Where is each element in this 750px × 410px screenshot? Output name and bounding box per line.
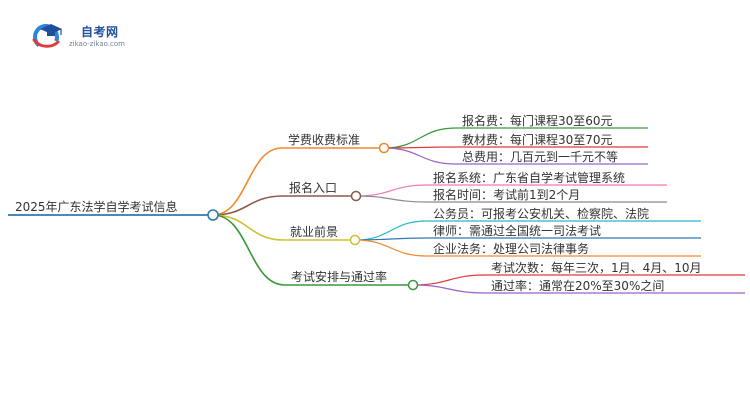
root-to-branch-connector bbox=[212, 214, 285, 241]
leaf-label: 企业法务：处理公司法律事务 bbox=[433, 241, 589, 256]
leaf-label: 报名系统：广东省自学考试管理系统 bbox=[433, 170, 625, 185]
branch-to-leaf-connector bbox=[383, 127, 457, 149]
branch-to-leaf-connector bbox=[383, 147, 457, 165]
leaf-label: 公务员：可报考公安机关、检察院、法院 bbox=[433, 206, 649, 221]
branch-to-leaf-connector bbox=[354, 239, 428, 257]
leaf-label: 报名费：每门课程30至60元 bbox=[462, 113, 613, 128]
logo-name: 自考网 bbox=[81, 25, 119, 39]
branch-to-leaf-connector bbox=[355, 195, 428, 203]
leaf-label: 总费用：几百元到一千元不等 bbox=[462, 150, 618, 164]
branch-node[interactable] bbox=[378, 142, 390, 154]
leaf-label: 报名时间：考试前1到2个月 bbox=[433, 187, 580, 202]
root-label: 2025年广东法学自学考试信息 bbox=[15, 199, 178, 214]
leaf-label: 教材费：每门课程30至70元 bbox=[462, 132, 613, 147]
leaf-label: 律师：需通过全国统一司法考试 bbox=[433, 223, 601, 238]
branch-label: 考试安排与通过率 bbox=[291, 269, 387, 284]
branch-label: 就业前景 bbox=[290, 224, 338, 239]
branch-node[interactable] bbox=[350, 190, 362, 202]
leaf-label: 考试次数：每年三次，1月、4月、10月 bbox=[491, 260, 702, 275]
root-to-branch-connector bbox=[212, 195, 284, 216]
branch-node[interactable] bbox=[349, 234, 361, 246]
logo-domain: zikao-zikao.com bbox=[69, 40, 125, 48]
site-logo: 自考网 zikao-zikao.com bbox=[30, 20, 170, 52]
branch-to-leaf-connector bbox=[354, 220, 428, 241]
branch-node[interactable] bbox=[407, 279, 419, 291]
root-to-branch-connector bbox=[212, 147, 283, 216]
branch-label: 报名入口 bbox=[289, 180, 337, 195]
branch-to-leaf-connector bbox=[412, 274, 486, 286]
branch-to-leaf-connector bbox=[355, 184, 428, 197]
leaf-label: 通过率：通常在20%至30%之间 bbox=[491, 278, 664, 293]
root-to-branch-connector bbox=[212, 214, 286, 286]
root-node[interactable] bbox=[207, 209, 219, 221]
branch-label: 学费收费标准 bbox=[288, 132, 360, 147]
graduation-cap-logo-icon bbox=[32, 24, 62, 50]
branch-to-leaf-connector bbox=[412, 284, 486, 294]
